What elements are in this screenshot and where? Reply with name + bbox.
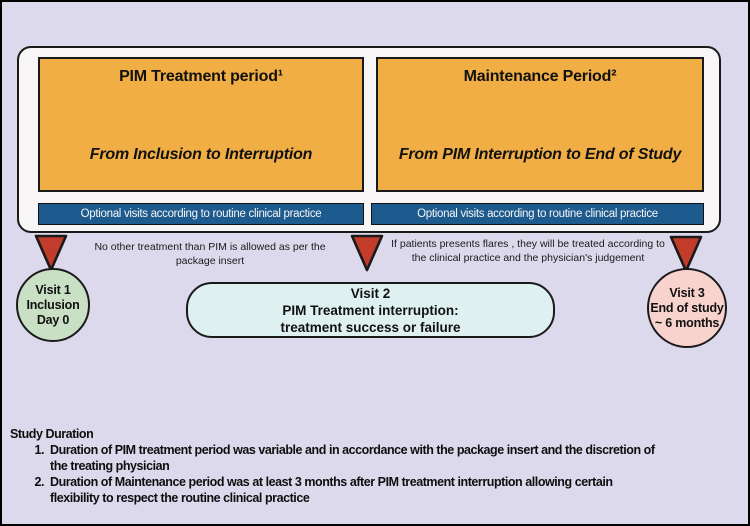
visit1-line: Visit 1 [35, 282, 71, 297]
maintenance-period-annotation: If patients presents flares , they will … [382, 238, 674, 265]
annotation-line: the clinical practice and the physician'… [411, 251, 645, 264]
visit2-pill: Visit 2 PIM Treatment interruption: trea… [186, 282, 555, 338]
annotation-line: If patients presents flares , they will … [391, 238, 665, 250]
item-number: 1. [34, 443, 44, 457]
annotation-line: package insert [175, 254, 245, 267]
item-text: Duration of Maintenance period was at le… [50, 475, 613, 505]
visit2-line: Visit 2 [350, 285, 391, 301]
pim-period-annotation: No other treatment than PIM is allowed a… [80, 241, 340, 268]
item-number: 2. [34, 475, 44, 489]
timeline-panel: PIM Treatment period¹ From Inclusion to … [17, 46, 721, 233]
visit3-line: ~ 6 months [654, 315, 720, 330]
study-duration-item-2: 2. Duration of Maintenance period was at… [8, 474, 748, 506]
visit3-line: End of study [650, 300, 724, 315]
visit1-line: Day 0 [36, 312, 70, 327]
visit2-line: treatment success or failure [280, 319, 461, 335]
optional-visits-bar-left: Optional visits according to routine cli… [38, 203, 364, 225]
visit3-line: Visit 3 [669, 285, 705, 300]
pim-treatment-period-title: PIM Treatment period¹ [119, 68, 283, 85]
visit1-line: Inclusion [26, 297, 80, 312]
visit2-line: PIM Treatment interruption: [282, 302, 459, 318]
item-text: Duration of PIM treatment period was var… [50, 443, 655, 473]
arrow-down-icon-visit2 [350, 234, 384, 272]
maintenance-period-title: Maintenance Period² [463, 68, 617, 85]
maintenance-period-box: Maintenance Period² From PIM Interruptio… [376, 57, 704, 192]
arrow-down-icon-visit3 [669, 235, 703, 273]
pim-treatment-period-box: PIM Treatment period¹ From Inclusion to … [38, 57, 364, 192]
pim-treatment-period-subtitle: From Inclusion to Interruption [89, 146, 313, 163]
study-duration-item-1: 1. Duration of PIM treatment period was … [8, 442, 748, 474]
study-duration-notes: Study Duration 1. Duration of PIM treatm… [8, 426, 748, 506]
optional-visits-bar-right: Optional visits according to routine cli… [371, 203, 704, 225]
arrow-down-icon-visit1 [34, 234, 68, 272]
maintenance-period-subtitle: From PIM Interruption to End of Study [398, 146, 682, 163]
study-duration-heading: Study Duration [10, 427, 94, 441]
annotation-line: No other treatment than PIM is allowed a… [94, 241, 326, 253]
visit3-circle: Visit 3 End of study ~ 6 months [647, 268, 727, 348]
visit1-circle: Visit 1 Inclusion Day 0 [16, 268, 90, 342]
